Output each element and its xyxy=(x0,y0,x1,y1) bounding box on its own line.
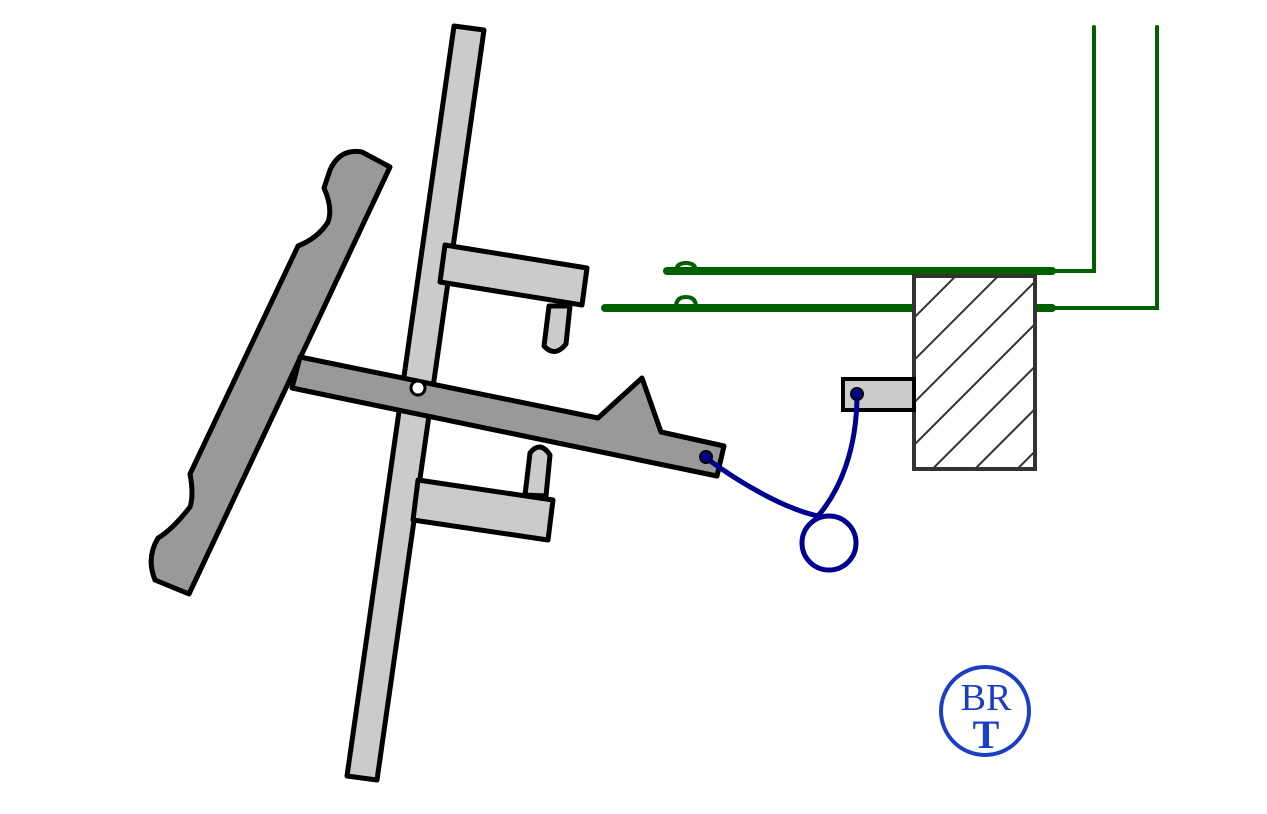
pivot-pin xyxy=(409,379,427,397)
logo-line2: T xyxy=(973,712,1000,757)
logo-line1: BR xyxy=(961,677,1012,719)
lower-stud xyxy=(522,444,553,499)
cable-loop xyxy=(799,513,859,573)
cable-end-lever xyxy=(699,450,713,464)
brt-monogram-icon: BR T xyxy=(939,665,1031,757)
upper-arm xyxy=(437,242,590,354)
upper-wire xyxy=(665,25,1096,273)
latch-lever xyxy=(289,354,727,479)
upper-stud xyxy=(541,303,573,354)
handle-grip xyxy=(148,148,393,597)
contact-wires xyxy=(601,25,1159,312)
lower-wire xyxy=(603,25,1159,310)
cable-end-bracket xyxy=(850,387,864,401)
upper-contact-tip xyxy=(674,260,698,273)
lower-contact-tip xyxy=(674,294,698,308)
lower-arm xyxy=(410,444,556,543)
flexible-cable xyxy=(699,387,864,573)
insulating-block xyxy=(912,274,1037,471)
